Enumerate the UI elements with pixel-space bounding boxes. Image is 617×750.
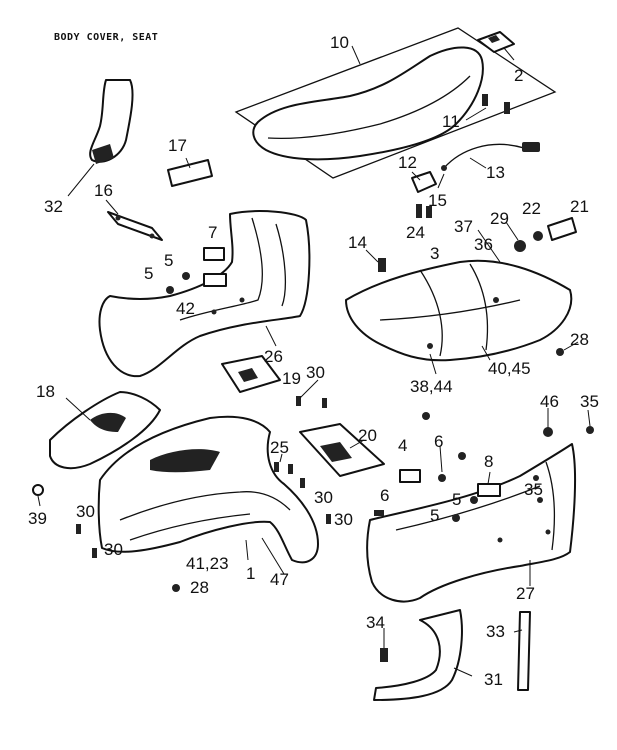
rear-fender	[98, 210, 311, 378]
seat	[234, 27, 557, 179]
mudflap-19	[221, 355, 281, 393]
seat-latch	[477, 31, 515, 53]
callout-11: 11	[442, 112, 460, 131]
callout-13: 13	[486, 163, 505, 182]
callout-4: 4	[398, 436, 407, 455]
callout-19: 19	[282, 369, 301, 388]
callout-27: 27	[516, 584, 535, 603]
callout-34: 34	[366, 613, 385, 632]
label-plates	[203, 247, 227, 287]
callout-2: 2	[514, 66, 523, 85]
bracket-16	[107, 211, 163, 241]
callout-labels: 10 2 11 17 32 16 12 13 15 7 5 5 42 14 24…	[28, 33, 599, 689]
left-side-cover	[89, 79, 134, 164]
fasteners-upper	[378, 204, 577, 356]
callout-31: 31	[484, 670, 503, 689]
floorboard-27	[366, 443, 577, 603]
callout-1: 1	[246, 564, 255, 583]
callout-41-23: 41,23	[186, 554, 229, 573]
callout-25: 25	[270, 438, 289, 457]
callout-47: 47	[270, 570, 289, 589]
callout-8: 8	[484, 452, 493, 471]
callout-30-a: 30	[306, 363, 325, 382]
front-fender-body	[97, 415, 319, 564]
callout-35-a: 35	[580, 392, 599, 411]
callout-24: 24	[406, 223, 425, 242]
callout-21: 21	[570, 197, 589, 216]
callout-14: 14	[348, 233, 367, 252]
callout-39: 39	[28, 509, 47, 528]
callout-28-b: 28	[190, 578, 209, 597]
seat-lock-cable	[411, 142, 540, 193]
callout-46: 46	[540, 392, 559, 411]
callout-29: 29	[490, 209, 509, 228]
callout-5-c: 5	[452, 490, 461, 509]
callout-42: 42	[176, 299, 195, 318]
callout-15: 15	[428, 191, 447, 210]
callout-17: 17	[168, 136, 187, 155]
stay-bar	[517, 611, 531, 691]
callout-37: 37	[454, 217, 473, 236]
callout-5-b: 5	[164, 251, 173, 270]
callout-30-d: 30	[314, 488, 333, 507]
step-guard	[373, 609, 463, 701]
callout-30-e: 30	[334, 510, 353, 529]
callout-35-b: 35	[524, 480, 543, 499]
leader-lines	[37, 45, 591, 677]
callout-6-a: 6	[434, 432, 443, 451]
callout-10: 10	[330, 33, 349, 52]
plate-17	[167, 159, 213, 187]
callout-36: 36	[474, 235, 493, 254]
callout-20: 20	[358, 426, 377, 445]
callout-7: 7	[208, 223, 217, 242]
callout-22: 22	[522, 199, 541, 218]
callout-26: 26	[264, 347, 283, 366]
label-plates-lower	[399, 469, 501, 497]
rear-body-cover	[345, 259, 573, 362]
bolt-34	[380, 648, 388, 662]
callout-38-44: 38,44	[410, 377, 453, 396]
mudflap-20	[299, 423, 385, 477]
callout-5-a: 5	[144, 264, 153, 283]
callout-6-b: 6	[380, 486, 389, 505]
callout-5-d: 5	[430, 506, 439, 525]
callout-3: 3	[430, 244, 439, 263]
callout-30-c: 30	[104, 540, 123, 559]
screws-5	[166, 272, 190, 294]
seat-bolts	[482, 94, 510, 114]
callout-16: 16	[94, 181, 113, 200]
callout-40-45: 40,45	[488, 359, 531, 378]
fasteners-lower	[374, 412, 594, 522]
headlight-cover	[49, 391, 161, 470]
callout-28-a: 28	[570, 330, 589, 349]
diagram-title: BODY COVER, SEAT	[54, 32, 159, 43]
callout-18: 18	[36, 382, 55, 401]
bulb-39	[32, 484, 44, 496]
callout-32: 32	[44, 197, 63, 216]
callout-12: 12	[398, 153, 417, 172]
fasteners-front	[76, 396, 331, 592]
callout-33: 33	[486, 622, 505, 641]
callout-30-b: 30	[76, 502, 95, 521]
